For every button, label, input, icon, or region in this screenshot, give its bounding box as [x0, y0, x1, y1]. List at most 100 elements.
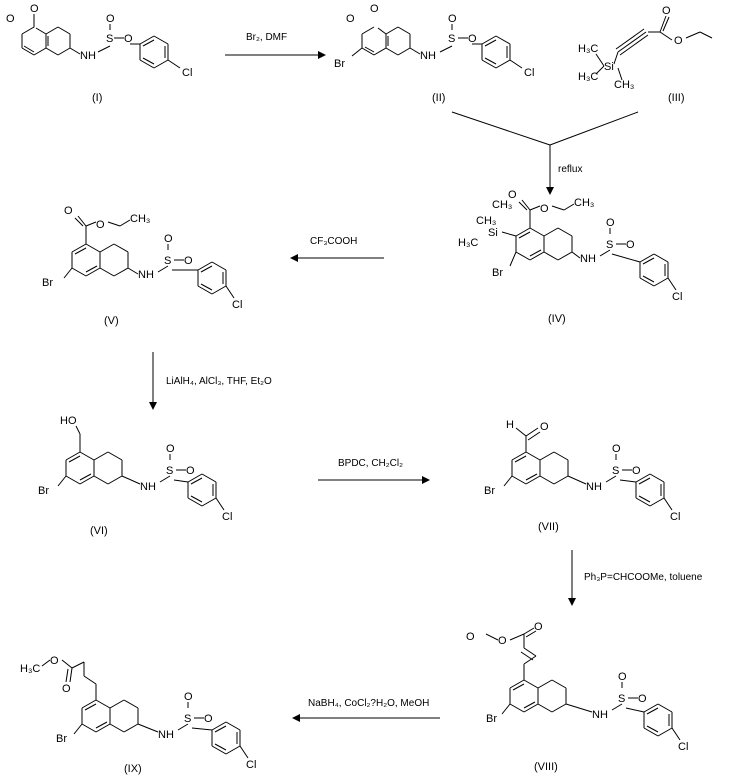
atom-CH3-5: CH₃: [130, 213, 150, 225]
atom-O-ring-2: O: [370, 3, 379, 15]
atom-O-carbonyl-9: O: [62, 683, 71, 695]
structure-compound-2: [351, 24, 523, 69]
atom-O-ester-4: O: [540, 203, 549, 215]
reagent-step1: Br₂, DMF: [246, 32, 287, 43]
atom-O-ring-1: O: [30, 3, 39, 15]
atom-Br-9: Br: [56, 733, 67, 745]
atom-Br-4: Br: [492, 267, 503, 279]
atom-O-sulfonyl-1b: O: [124, 33, 133, 45]
atom-O-ester-5: O: [96, 219, 105, 231]
atom-O-sulfonyl-6a: O: [166, 443, 175, 455]
atom-Cl-4: Cl: [672, 291, 682, 303]
atom-O-ester-9: O: [50, 655, 59, 667]
atom-S-4: S: [606, 239, 613, 251]
atom-O-sulfonyl-9a: O: [184, 691, 193, 703]
structure-compound-3: [595, 15, 713, 81]
atom-NH-7: NH: [586, 481, 602, 493]
atom-Br-2: Br: [334, 58, 345, 70]
atom-O-methoxy-8: O: [466, 631, 475, 643]
atom-O-sulfonyl-9b: O: [204, 713, 213, 725]
atom-CH3-4c: CH₃: [492, 199, 512, 211]
atom-NH-1: NH: [80, 50, 96, 62]
atom-S-5: S: [164, 255, 171, 267]
atom-O-sulfonyl-7b: O: [632, 465, 641, 477]
reagent-step6: Ph₃P=CHCOOMe, toluene: [584, 572, 703, 583]
atom-H-7: H: [506, 419, 514, 431]
atom-Cl-1: Cl: [182, 67, 192, 79]
arrowhead-step3: [290, 254, 298, 262]
atom-O-carbonyl-8: O: [534, 621, 543, 633]
arrowhead-step2: [546, 187, 554, 195]
compound-label-4: (IV): [548, 313, 566, 325]
atom-O-sulfonyl-5a: O: [164, 233, 173, 245]
atom-Cl-6: Cl: [222, 511, 232, 523]
atom-NH-9: NH: [158, 729, 174, 741]
arrowhead-step6: [568, 598, 576, 606]
atom-CH3-4a: CH₃: [476, 215, 496, 227]
arrowhead-step7: [292, 714, 300, 722]
arrow-combine-left: [451, 111, 551, 146]
reagent-step5: BPDC, CH₂Cl₂: [338, 458, 403, 469]
compound-label-1: (I): [92, 92, 102, 104]
atom-O-carbonyl-1: O: [6, 13, 15, 25]
reagent-step3: CF₃COOH: [310, 236, 357, 247]
atom-O-sulfonyl-6b: O: [186, 465, 195, 477]
atom-NH-5: NH: [138, 269, 154, 281]
atom-H3C-9: H₃C: [20, 663, 40, 675]
atom-O-sulfonyl-8b: O: [638, 693, 647, 705]
structure-compound-5: [63, 215, 235, 299]
arrowhead-step1: [318, 51, 326, 59]
atom-O-sulfonyl-8a: O: [618, 671, 627, 683]
atom-Cl-7: Cl: [670, 511, 680, 523]
atom-Br-5: Br: [42, 277, 53, 289]
compound-label-6: (VI): [90, 525, 108, 537]
atom-S-7: S: [612, 465, 619, 477]
atom-O-sulfonyl-1a: O: [106, 13, 115, 25]
atom-O-carbonyl-3: O: [662, 5, 671, 17]
arrowhead-step4: [149, 402, 157, 410]
atom-CH3-3: CH₃: [614, 79, 634, 91]
reagent-step4: LiAlH₄, AlCl₃, THF, Et₂O: [166, 376, 272, 387]
structure-compound-4: [501, 199, 677, 291]
compound-label-2: (II): [432, 92, 445, 104]
structure-compound-7: [503, 427, 673, 511]
reagent-step2: reflux: [558, 164, 582, 175]
atom-Cl-8: Cl: [678, 741, 688, 753]
reagent-step7: NaBH₄, CoCl₂?H₂O, MeOH: [308, 698, 429, 709]
atom-Si-3: Si: [604, 61, 614, 73]
atom-NH-8: NH: [592, 709, 608, 721]
structure-compound-1: [21, 14, 181, 69]
atom-O-carbonyl-5: O: [64, 205, 73, 217]
atom-S-2: S: [448, 33, 455, 45]
atom-O-ester-3: O: [674, 35, 683, 47]
atom-O-sulfonyl-5b: O: [184, 255, 193, 267]
atom-Si-4: Si: [488, 227, 498, 239]
structure-compound-6: [57, 425, 225, 511]
structure-compound-8: [485, 627, 681, 741]
atom-Br-6: Br: [38, 485, 49, 497]
atom-H3C-4b: H₃C: [458, 237, 478, 249]
atom-Br-8: Br: [486, 713, 497, 725]
atom-O-sulfonyl-4b: O: [626, 239, 635, 251]
atom-O-aldehyde-7: O: [540, 421, 549, 433]
atom-O-carbonyl-4: O: [508, 189, 517, 201]
compound-label-8: (VIII): [534, 761, 558, 773]
arrowhead-step5: [422, 476, 430, 484]
atom-H3C-3b: H₃C: [578, 71, 598, 83]
atom-S-1: S: [106, 33, 113, 45]
atom-Cl-5: Cl: [232, 299, 242, 311]
atom-H3C-3a: H₃C: [578, 43, 598, 55]
atom-O-carbonyl-2: O: [346, 13, 355, 25]
atom-O-sulfonyl-7a: O: [612, 443, 621, 455]
atom-Br-7: Br: [484, 485, 495, 497]
atom-Cl-2: Cl: [524, 67, 534, 79]
atom-Cl-9: Cl: [246, 759, 256, 771]
atom-O-sulfonyl-2b: O: [468, 33, 477, 45]
atom-S-6: S: [166, 465, 173, 477]
compound-label-9: (IX): [124, 763, 142, 775]
atom-O-sulfonyl-2a: O: [448, 13, 457, 25]
compound-label-5: (V): [104, 315, 119, 327]
atom-O-ester-8: O: [498, 635, 507, 647]
atom-S-8: S: [618, 693, 625, 705]
